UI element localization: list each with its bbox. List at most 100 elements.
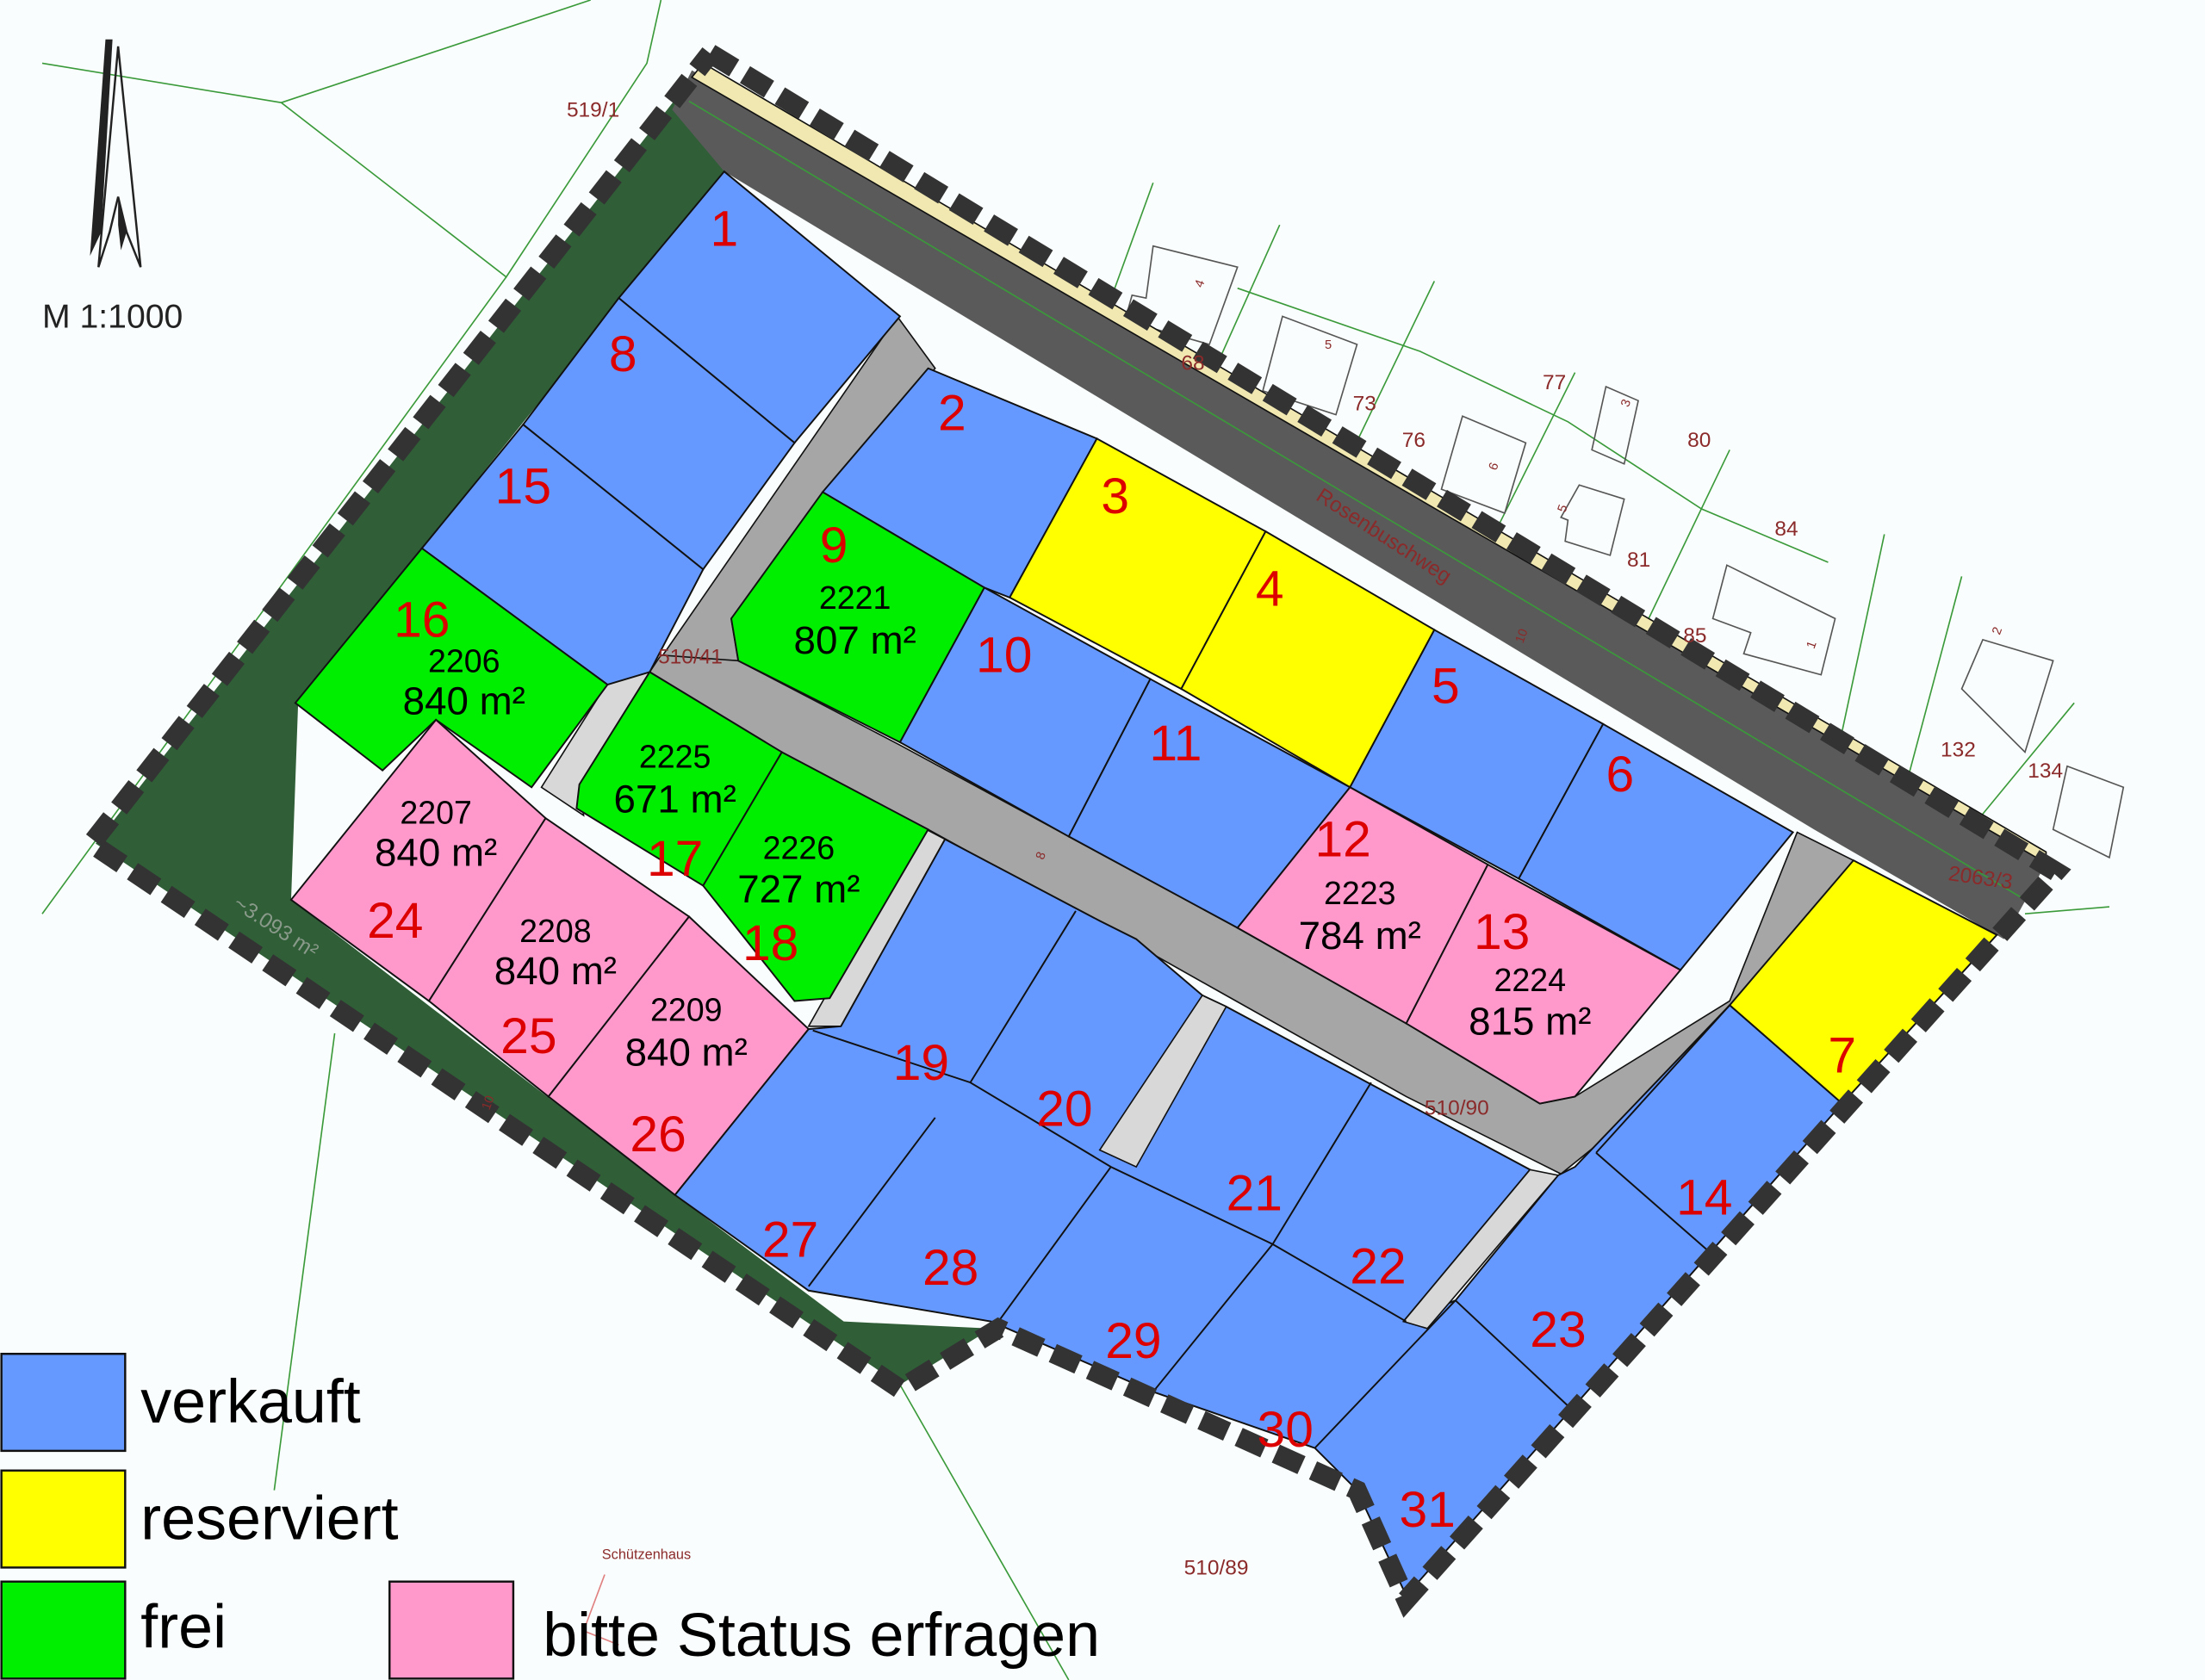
dimension-label: 10: [480, 1094, 498, 1112]
lot-divider: [1314, 1299, 1457, 1449]
lot-17[interactable]: [575, 671, 784, 887]
parcel-id: 2206: [428, 642, 500, 679]
lot-2[interactable]: [821, 367, 1098, 599]
parcel-label: 81: [1627, 549, 1650, 572]
house-number: 1: [1804, 639, 1820, 650]
parcel-id: 2209: [650, 991, 723, 1027]
lot-area: 807 m²: [794, 618, 916, 662]
parcel-id: 2208: [519, 913, 592, 949]
legend-swatch-verkauft: [0, 1353, 127, 1453]
parcel-id: 2225: [639, 738, 711, 774]
neighbor-parcel-lines: [41, 0, 2110, 1680]
lots: [289, 170, 1998, 1597]
north-arrow-icon: [90, 39, 142, 268]
lot-number: 31: [1399, 1482, 1455, 1538]
lot-divider: [1595, 1004, 1730, 1154]
parcel-label: 132: [1941, 738, 1976, 761]
lot-area: 840 m²: [494, 949, 617, 993]
lot-number: 27: [762, 1212, 818, 1268]
footpath: [1401, 1169, 1560, 1330]
road-centerline: [688, 100, 2026, 901]
lot-number: 24: [367, 893, 423, 949]
lot-number: 8: [609, 326, 637, 382]
lot-number: 11: [1149, 716, 1202, 772]
lot-divider: [1595, 1152, 1710, 1252]
lot-number: 21: [1227, 1166, 1283, 1222]
parcel-id: 2221: [819, 580, 891, 616]
lot-number: 9: [820, 518, 848, 573]
lot-9[interactable]: [730, 491, 986, 744]
lot-15[interactable]: [420, 423, 705, 686]
lot-area: 840 m²: [625, 1031, 748, 1075]
legend-label: reserviert: [140, 1485, 398, 1553]
lot-number: 30: [1258, 1402, 1314, 1458]
parcel-label: 510/90: [1425, 1097, 1489, 1120]
lot-area: 727 m²: [737, 867, 860, 911]
green-strip: [96, 81, 992, 1386]
lot-number: 12: [1314, 811, 1370, 867]
parcel-id: 2224: [1494, 962, 1567, 998]
parcel-label: 73: [1353, 393, 1376, 416]
lot-number: 1: [710, 201, 738, 257]
lot-area: 671 m²: [614, 778, 736, 821]
lot-13[interactable]: [1405, 863, 1682, 1105]
lot-divider: [997, 1166, 1112, 1323]
parcel-label: 76: [1402, 429, 1425, 452]
scale-label: M 1:1000: [42, 298, 183, 335]
lot-details: 2221 807 m² 2206 840 m² 2225 671 m² 2226…: [375, 580, 1591, 1075]
lot-number: 19: [893, 1035, 949, 1091]
house-number: 6: [1487, 461, 1502, 472]
landmark-outline: [582, 1574, 619, 1646]
parcel-label: 519/1: [567, 99, 619, 122]
site-boundary: [77, 45, 2071, 1618]
lot-number: 18: [742, 915, 798, 971]
legend-label: frei: [140, 1592, 227, 1661]
parcel-label: 510/41: [658, 646, 723, 669]
parcel-label: 134: [2028, 759, 2063, 783]
lot-number: 3: [1101, 468, 1129, 524]
lot-number: 15: [495, 458, 551, 514]
lot-area: 840 m²: [375, 831, 497, 875]
lot-number: 25: [500, 1008, 556, 1064]
parcel-label: 510/89: [1184, 1557, 1249, 1580]
lot-divider: [807, 1117, 936, 1287]
lot-number: 17: [647, 831, 703, 887]
lot-divider: [1152, 1243, 1274, 1392]
house-number: 3: [1618, 398, 1634, 409]
legend-label: verkauft: [140, 1367, 361, 1436]
lot-number: 28: [922, 1240, 978, 1296]
lot-number: 22: [1350, 1239, 1406, 1295]
legend-swatch-reserviert: [0, 1469, 127, 1569]
lot-number: 10: [976, 627, 1032, 683]
lot-number: 29: [1105, 1313, 1161, 1369]
lot-area: 840 m²: [403, 679, 525, 722]
house-number: 4: [1193, 278, 1208, 289]
house-number: 5: [1325, 338, 1332, 352]
lot-18[interactable]: [702, 751, 929, 1002]
lot-number: 7: [1828, 1028, 1856, 1084]
legend-swatch-status-erfragen: [388, 1580, 515, 1680]
lot-divider: [1271, 1082, 1372, 1245]
lot-divider: [969, 910, 1077, 1083]
parcel-id: 2223: [1324, 875, 1396, 911]
lot-number: 16: [394, 592, 450, 648]
lot-number: 2: [938, 386, 966, 442]
landmark-label: Schützenhaus: [602, 1547, 691, 1563]
lot-area: 815 m²: [1469, 1000, 1591, 1044]
dimension-label: 10: [1513, 627, 1531, 645]
lot-number: 13: [1474, 904, 1530, 960]
lot-divider: [1455, 1299, 1569, 1407]
lot-number: 26: [630, 1107, 686, 1162]
lot-number: 4: [1256, 561, 1284, 617]
parcel-label: 85: [1683, 624, 1706, 648]
footpath: [1098, 994, 1227, 1169]
house-number: 2: [1990, 625, 2005, 636]
lot-number: 14: [1676, 1170, 1732, 1226]
lot-number: 6: [1606, 747, 1634, 803]
lot-number: 20: [1036, 1082, 1092, 1138]
legend-swatch-frei: [0, 1580, 127, 1680]
parcel-id: 2207: [400, 795, 472, 831]
parcel-label: 77: [1543, 371, 1566, 394]
parcel-id: 2226: [763, 830, 835, 866]
